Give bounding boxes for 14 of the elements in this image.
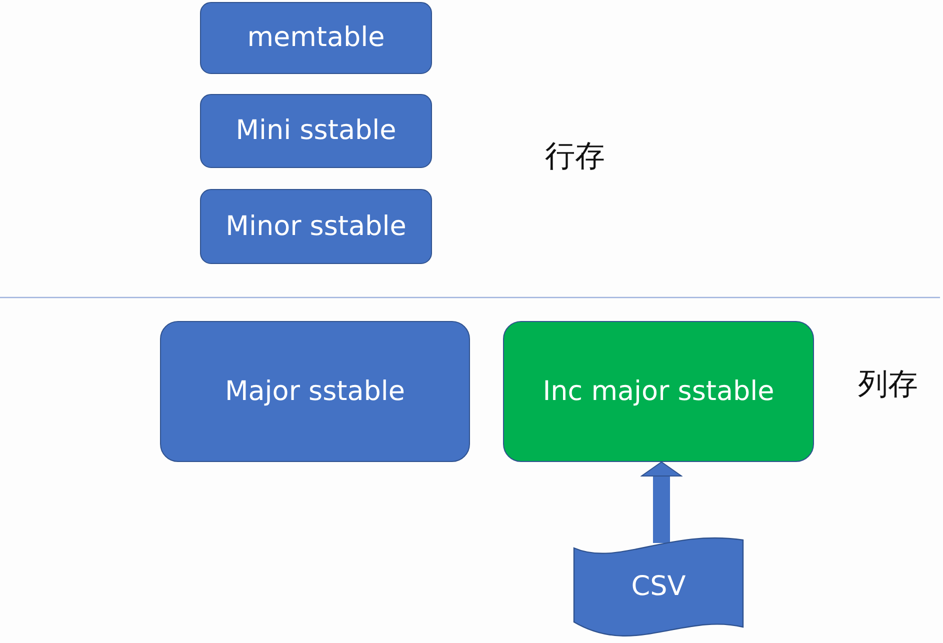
rounded-box [200,2,432,74]
rounded-box [503,321,814,462]
node-label: Minor sstable [226,210,406,242]
section-label: 列存 [858,368,918,401]
rounded-box [200,189,432,264]
node-label: Mini sstable [236,115,396,147]
node-label: CSV [630,571,687,602]
node-label: memtable [247,22,385,54]
node-label: Major sstable [224,376,406,408]
block-arrow [641,462,682,543]
node-label: Inc major sstable [542,376,774,408]
rounded-box [160,321,470,462]
section-label: 行存 [545,140,605,173]
rounded-box [200,94,432,168]
